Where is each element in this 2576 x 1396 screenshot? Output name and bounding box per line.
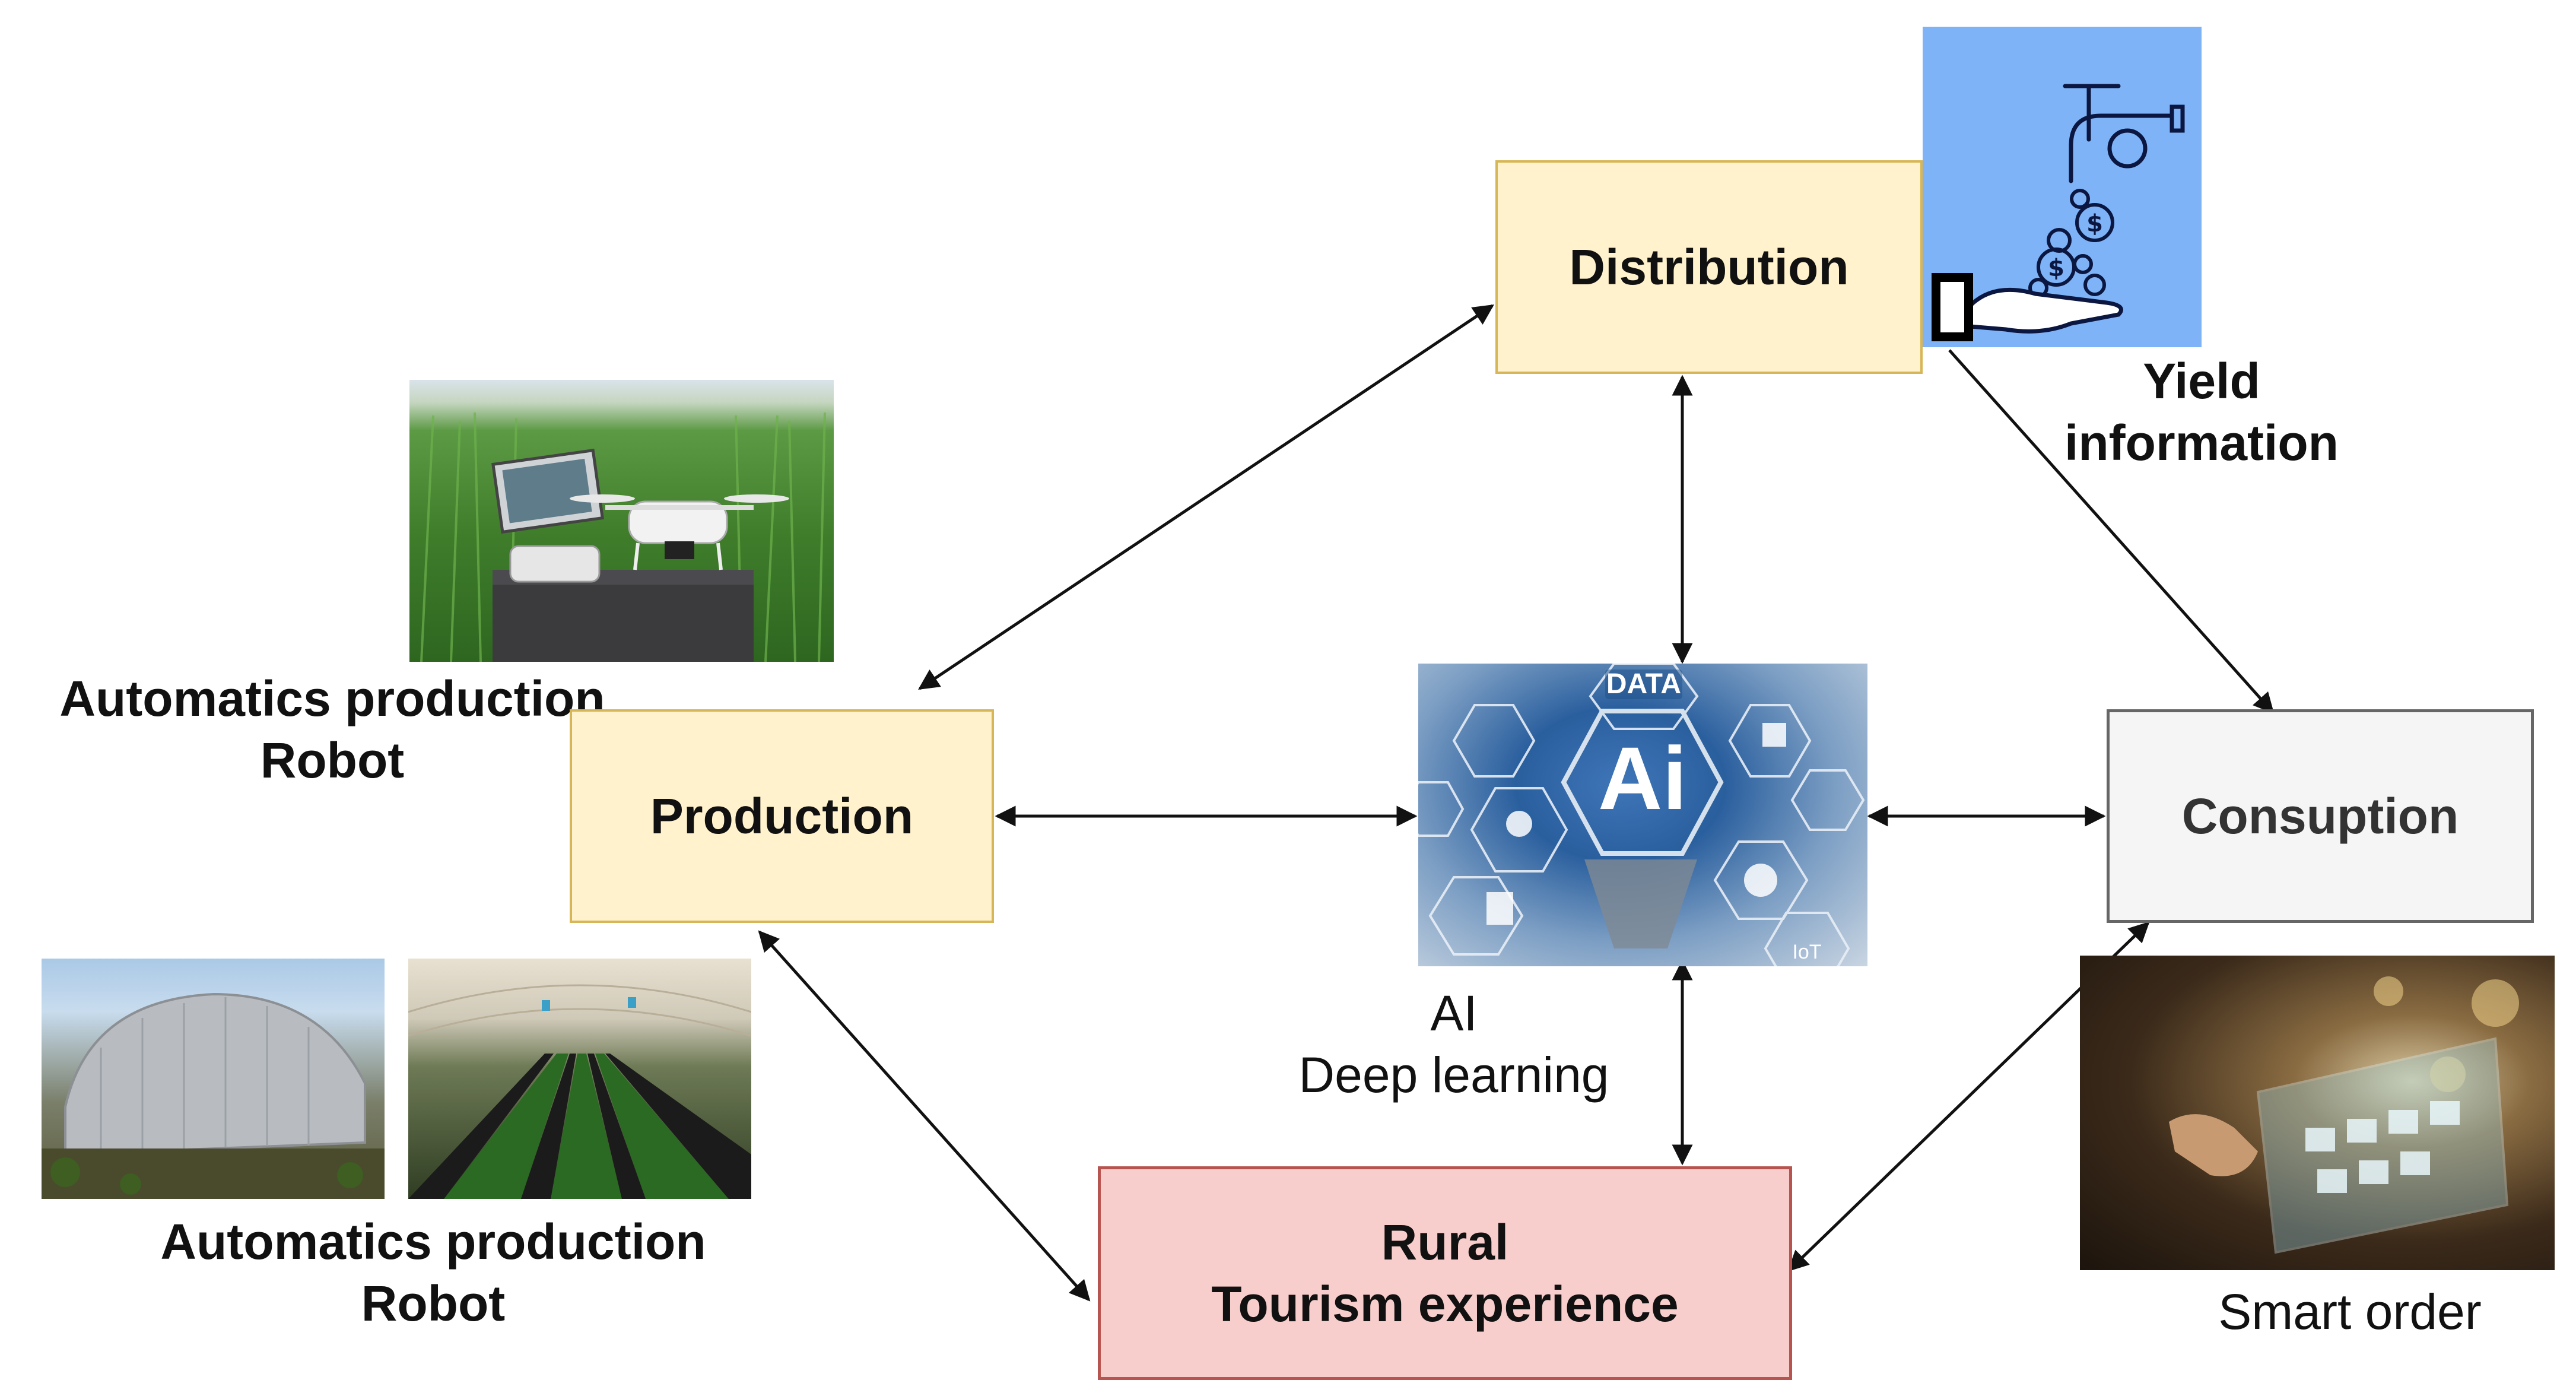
automatics-production-bottom-label: Automatics production Robot [148,1211,718,1334]
ai-iot-text: IoT [1792,941,1821,963]
automatics-production-top-label: Automatics production Robot [47,668,617,791]
yield-line-1: Yield [2143,353,2260,409]
rural-tourism-node: Rural Tourism experience [1098,1166,1792,1380]
rural-line-2: Tourism experience [1211,1276,1679,1332]
arrow-yield-consumption [1948,349,2275,714]
factory-icon [1486,892,1513,925]
remote-controller-icon [491,448,605,583]
smart-order-text: Smart order [2218,1284,2482,1340]
smart-order-photo [2080,956,2555,1270]
drone-icon [570,494,789,570]
arrow-production-distribution [918,304,1494,690]
auto-top-line-2: Robot [260,732,405,788]
consumption-label: Consuption [2181,788,2459,844]
distribution-node: Distribution [1495,160,1923,374]
ai-center-text: Ai [1598,728,1687,828]
consumption-node: Consuption [2107,709,2534,923]
auto-bottom-line-2: Robot [361,1276,506,1331]
arrow-production-rural [758,930,1091,1302]
greenhouse-exterior-photo [42,959,385,1199]
production-node: Production [570,709,994,923]
greenhouse-interior-photo [408,959,751,1199]
smart-order-label: Smart order [2172,1281,2528,1343]
robot-hand-icon [1584,859,1697,948]
robot-icon [1506,811,1532,837]
distribution-label: Distribution [1569,239,1849,295]
faucet-money-icon: $ $ [1932,84,2185,341]
drone-photo [409,380,834,662]
rural-line-1: Rural [1381,1214,1509,1270]
ai-image: DATA Ai IoT [1418,664,1867,966]
yield-information-label: Yield information [2041,350,2362,474]
gear-icon [1744,864,1777,897]
drone-case [493,576,754,662]
ai-data-text: DATA [1606,668,1681,700]
yield-image: $ $ [1923,27,2202,347]
ai-line-2: Deep learning [1298,1047,1609,1103]
ai-deep-learning-label: AI Deep learning [1288,982,1620,1106]
chip-icon [1762,723,1786,747]
hand-icon [2169,1114,2258,1176]
auto-top-line-1: Automatics production [59,671,605,726]
coin-symbol-2: $ [2048,255,2064,282]
yield-line-2: information [2064,415,2339,471]
auto-bottom-line-1: Automatics production [160,1214,706,1270]
tablet-icon [2256,1037,2509,1254]
coin-symbol-1: $ [2086,210,2103,237]
production-label: Production [650,788,914,844]
hand-icon [1932,273,2123,341]
ai-line-1: AI [1430,985,1478,1041]
